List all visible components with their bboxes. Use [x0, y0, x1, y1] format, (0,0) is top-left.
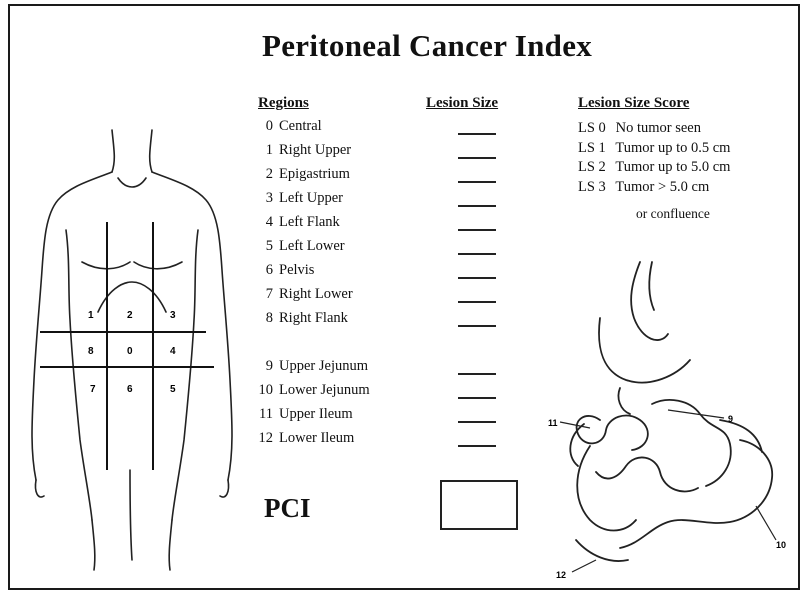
leader-line-upper-jejunum: [668, 410, 724, 418]
intestine-label-upper-jejunum: 9: [728, 414, 733, 424]
lower-ileum-loop: [577, 446, 636, 531]
esophagus-outline: [649, 262, 654, 310]
leader-line-lower-jejunum: [756, 506, 776, 540]
stomach-curve: [599, 318, 690, 383]
terminal-ileum: [576, 540, 628, 561]
mesentery-loop: [596, 457, 698, 491]
leader-line-lower-ileum: [572, 560, 596, 572]
duodenum: [618, 388, 630, 414]
leader-line-upper-ileum: [560, 422, 590, 428]
intestine-label-lower-jejunum: 10: [776, 540, 786, 550]
upper-ileum-loop: [577, 415, 648, 450]
intestine-label-upper-ileum: 11: [548, 418, 558, 428]
intestine-label-lower-ileum: 12: [556, 570, 566, 580]
lower-jejunum-loop: [620, 440, 772, 548]
